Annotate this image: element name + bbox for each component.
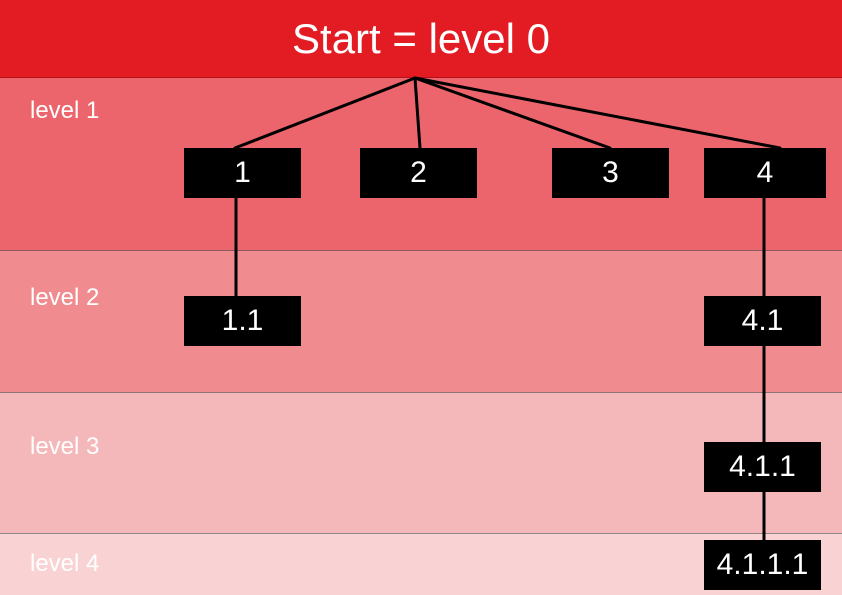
level-2-band (0, 251, 842, 393)
node-4: 4 (704, 148, 826, 198)
node-1-1: 1.1 (184, 296, 301, 346)
node-2: 2 (360, 148, 477, 198)
level-4-band (0, 534, 842, 595)
level-4-label: level 4 (30, 550, 100, 577)
node-1: 1 (184, 148, 301, 198)
level-1-label: level 1 (30, 97, 100, 124)
node-4-1-1-1: 4.1.1.1 (704, 540, 821, 590)
level-3-label: level 3 (30, 433, 100, 460)
node-3: 3 (552, 148, 669, 198)
level-2-label: level 2 (30, 284, 100, 311)
node-4-1-1: 4.1.1 (704, 442, 821, 492)
node-4-1: 4.1 (704, 296, 821, 346)
level-3-band (0, 393, 842, 534)
diagram-title: Start = level 0 (292, 15, 550, 62)
